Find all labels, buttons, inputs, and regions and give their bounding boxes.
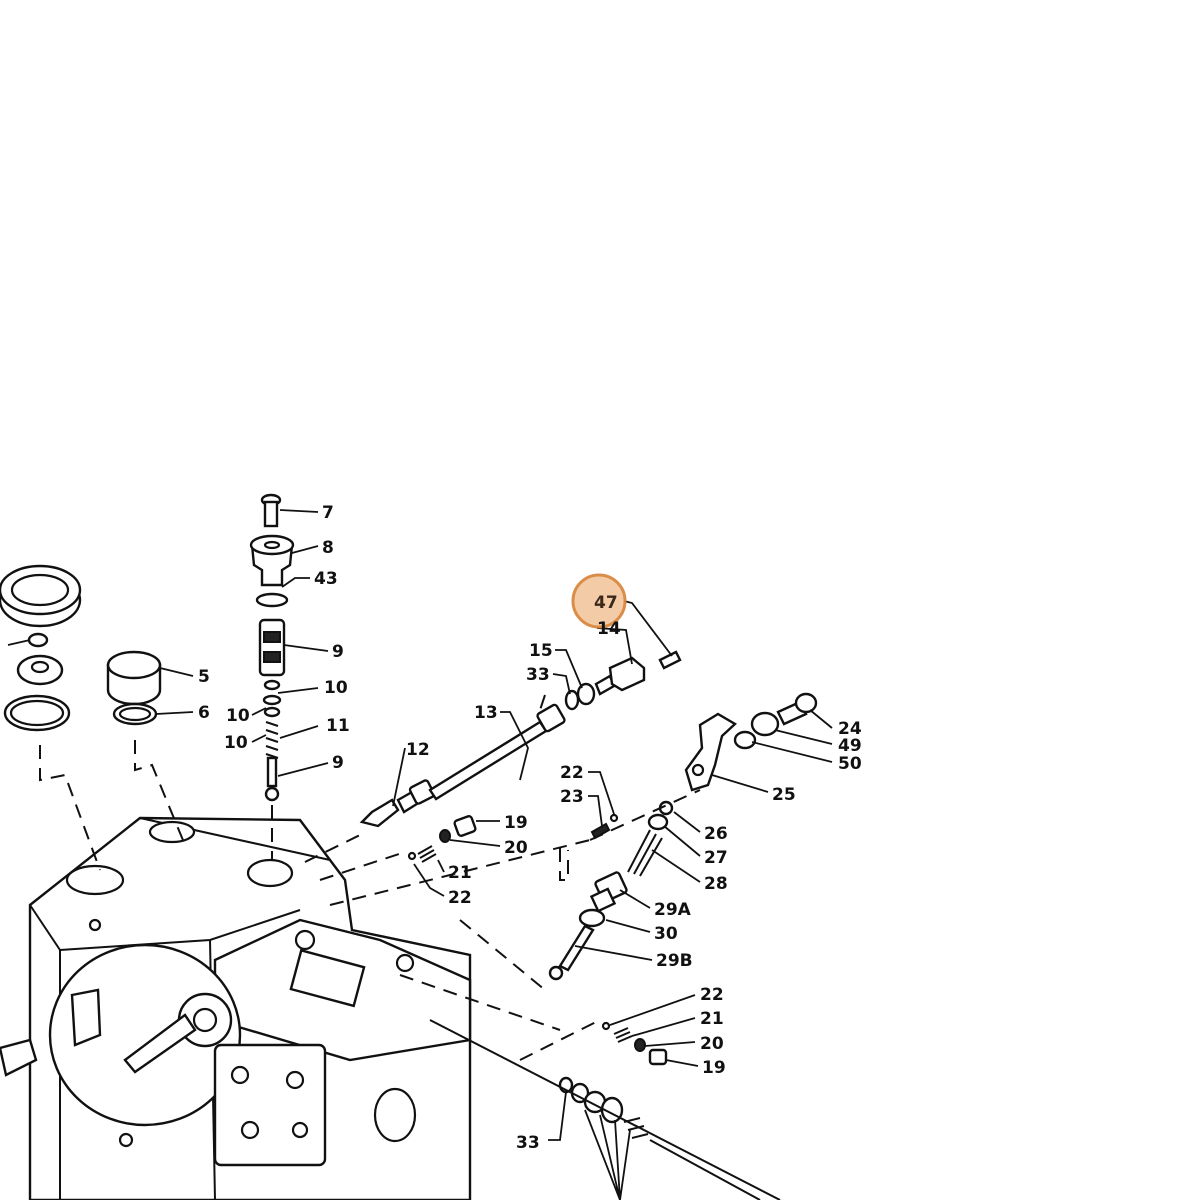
gear-wheel-5 bbox=[106, 650, 162, 706]
callout-10-left-upper: 10 bbox=[226, 706, 250, 726]
adjuster-26-27-28 bbox=[627, 800, 674, 877]
gear-wheel-large bbox=[0, 564, 82, 628]
valve-body-9 bbox=[258, 618, 286, 677]
plunger-9 bbox=[264, 756, 280, 802]
leader-lines bbox=[7, 509, 833, 1141]
callout-21-lower: 21 bbox=[700, 1009, 724, 1029]
callout-21-upper: 21 bbox=[448, 863, 472, 883]
callout-22-lower: 22 bbox=[700, 985, 724, 1005]
ring-33 bbox=[564, 689, 580, 711]
callout-22-upper: 22 bbox=[560, 763, 584, 783]
coupling-14 bbox=[594, 656, 646, 696]
callout-5: 5 bbox=[198, 667, 210, 687]
callout-24: 24 bbox=[838, 719, 862, 739]
highlight-marker[interactable] bbox=[571, 573, 627, 629]
bolt-29b bbox=[548, 924, 595, 981]
gearbox-housing bbox=[0, 816, 472, 1200]
callout-11: 11 bbox=[326, 716, 350, 736]
callout-33-lower: 33 bbox=[516, 1133, 540, 1153]
callout-20-lower: 20 bbox=[700, 1034, 724, 1054]
valve-29a bbox=[589, 871, 628, 913]
spring-11 bbox=[265, 721, 279, 759]
callout-29a: 29A bbox=[654, 900, 692, 920]
o-ring-left bbox=[3, 694, 71, 732]
callout-22-mid: 22 bbox=[448, 888, 472, 908]
callout-6: 6 bbox=[198, 703, 210, 723]
callout-19-upper: 19 bbox=[504, 813, 528, 833]
callout-12: 12 bbox=[406, 740, 430, 760]
callout-49: 49 bbox=[838, 736, 862, 756]
callout-10-right: 10 bbox=[324, 678, 348, 698]
set-22-23-upper bbox=[590, 813, 619, 840]
washer-50 bbox=[733, 730, 757, 750]
o-ring-6 bbox=[112, 702, 158, 726]
gear-8 bbox=[249, 534, 295, 587]
ring-10c bbox=[263, 706, 281, 718]
callout-13: 13 bbox=[474, 703, 498, 723]
callout-47: 47 bbox=[594, 593, 618, 613]
lever-25 bbox=[684, 712, 738, 792]
callout-43: 43 bbox=[314, 569, 338, 589]
callout-14: 14 bbox=[597, 619, 621, 639]
set-lower-19-22 bbox=[601, 1021, 668, 1066]
ring-10b bbox=[262, 694, 282, 706]
washer-49 bbox=[750, 711, 780, 737]
callout-8: 8 bbox=[322, 538, 334, 558]
washer-30 bbox=[578, 908, 606, 928]
callout-27: 27 bbox=[704, 848, 728, 868]
callout-25: 25 bbox=[772, 785, 796, 805]
callout-23: 23 bbox=[560, 787, 584, 807]
washer-15 bbox=[576, 682, 596, 706]
callout-50: 50 bbox=[838, 754, 862, 774]
callout-29b: 29B bbox=[656, 951, 693, 971]
callout-26: 26 bbox=[704, 824, 728, 844]
fitting-12 bbox=[359, 779, 436, 828]
callout-7: 7 bbox=[322, 503, 334, 523]
ring-10a bbox=[263, 679, 281, 691]
o-ring-43 bbox=[255, 592, 289, 608]
callout-15: 15 bbox=[529, 641, 553, 661]
rod-13 bbox=[428, 703, 566, 801]
set-19-20-21 bbox=[407, 815, 477, 863]
callout-28: 28 bbox=[704, 874, 728, 894]
screw-7 bbox=[260, 493, 282, 528]
callout-30: 30 bbox=[654, 924, 678, 944]
bolt-24 bbox=[776, 692, 818, 726]
callout-20-upper: 20 bbox=[504, 838, 528, 858]
callout-10-left-lower: 10 bbox=[224, 733, 248, 753]
filler-cap-left bbox=[16, 632, 64, 686]
callout-9-lower: 9 bbox=[332, 753, 344, 773]
callout-9-upper: 9 bbox=[332, 642, 344, 662]
callout-19-lower: 19 bbox=[702, 1058, 726, 1078]
callout-33-upper: 33 bbox=[526, 665, 550, 685]
